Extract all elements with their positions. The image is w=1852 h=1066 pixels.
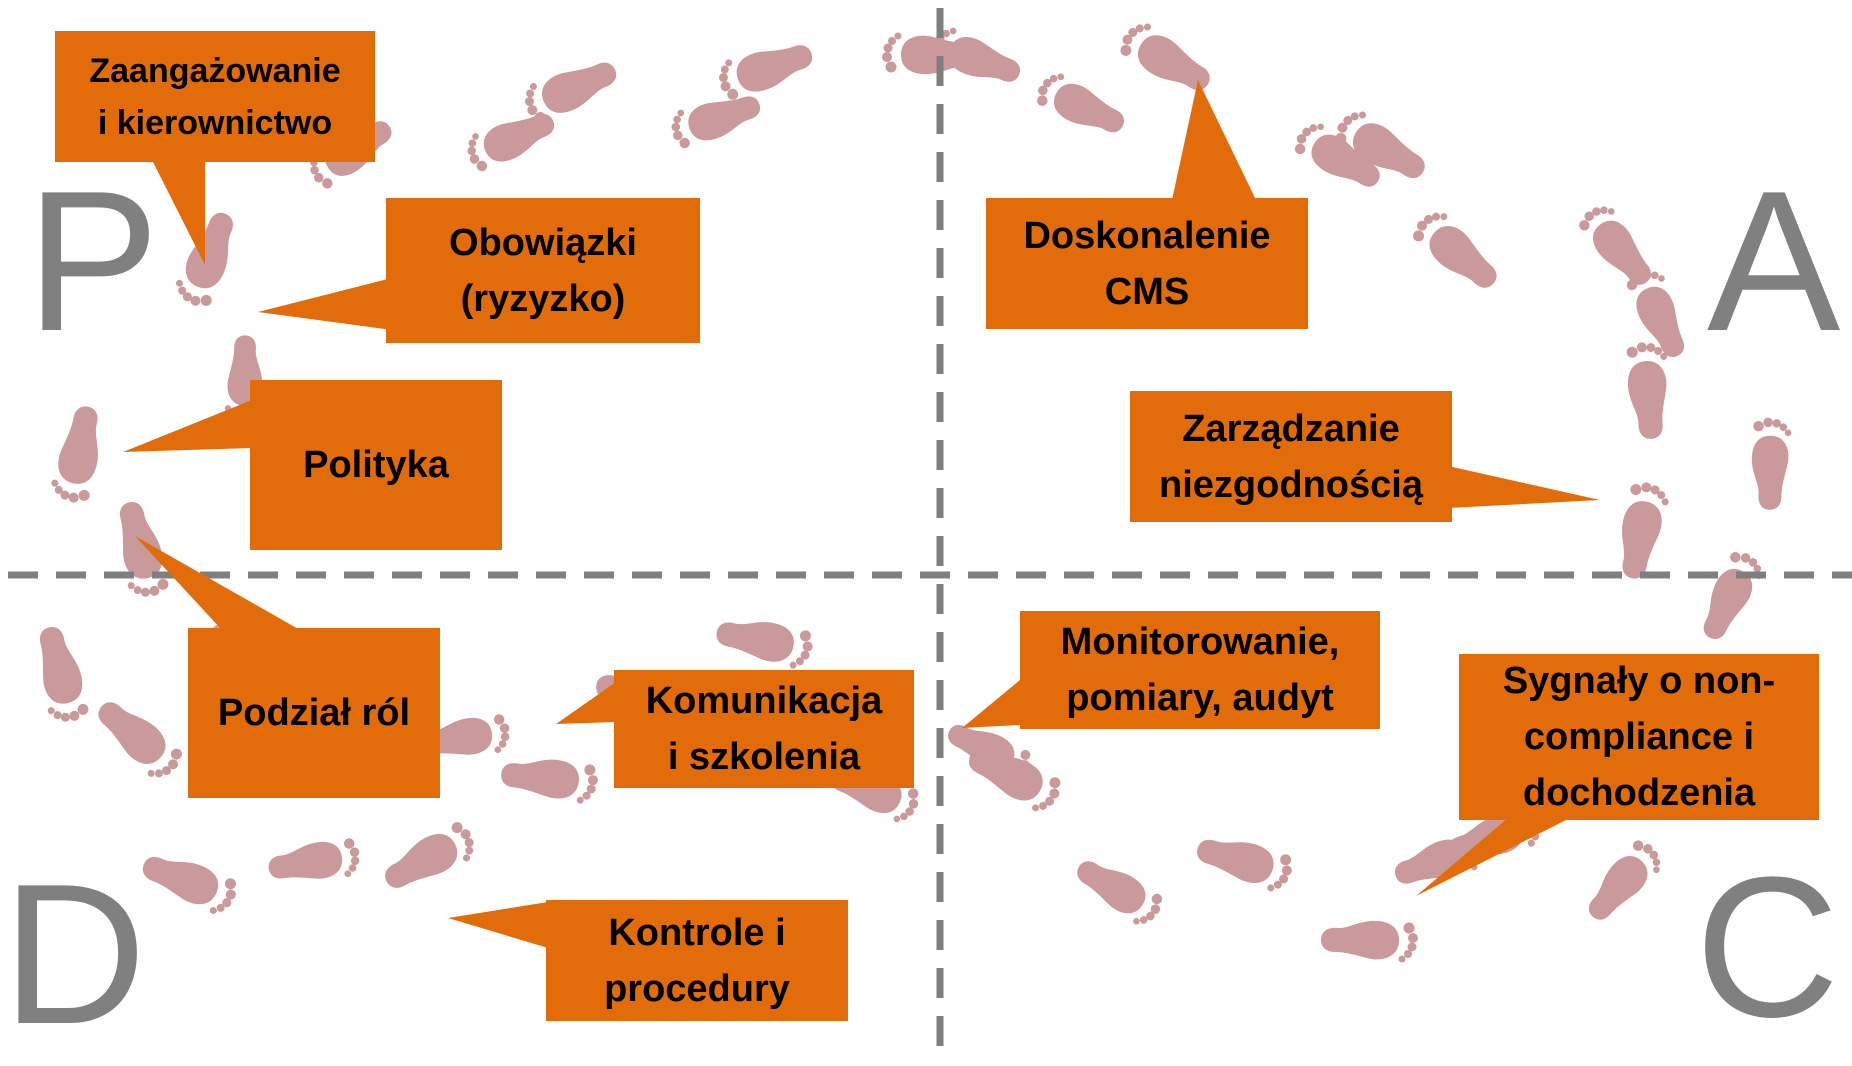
footprint-icon [26, 622, 93, 728]
footprint-icon [712, 613, 816, 672]
callout-tail-podzial [135, 536, 300, 630]
callout-sygnaly: Sygnały o non- compliance i dochodzenia [1459, 654, 1819, 820]
callout-tail-doskonalenie [1172, 80, 1256, 200]
callout-tail-zarzadzanie [1448, 466, 1600, 508]
callout-kontrole: Kontrole i procedury [546, 900, 848, 1021]
footprint-icon [48, 402, 107, 506]
footprint-icon [1068, 851, 1168, 932]
callout-tail-zaangazowanie [152, 160, 205, 265]
quadrant-letter-check: C [1695, 836, 1840, 1059]
footprint-icon [1191, 830, 1297, 896]
footprint-icon [460, 100, 561, 176]
quadrant-letter-do: D [2, 843, 147, 1066]
callout-tail-komunikacja [556, 682, 616, 724]
callout-polityka: Polityka [250, 380, 502, 550]
footprint-icon [377, 816, 483, 902]
callout-komunikacja: Komunikacja i szkolenia [614, 670, 914, 788]
footprint-icon [106, 497, 173, 603]
quadrant-letter-act: A [1707, 150, 1841, 373]
callout-tail-sygnaly [1416, 818, 1570, 896]
callout-podzial-rol: Podział ról [188, 628, 440, 798]
footprint-icon [1407, 203, 1509, 298]
footprint-icon [1751, 417, 1792, 510]
footprint-icon [170, 205, 244, 312]
footprint-icon [1693, 546, 1769, 647]
callout-tail-polityka [123, 400, 252, 452]
callout-tail-kontrole [448, 902, 548, 948]
callout-zarzadzanie: Zarządzanie niezgodnością [1130, 391, 1452, 522]
footprint-icon [499, 755, 600, 806]
callout-tail-monitorowanie [962, 680, 1020, 728]
footprint-icon [665, 83, 766, 153]
quadrant-letter-plan: P [26, 150, 160, 373]
footprint-icon [265, 835, 364, 891]
footprint-icon [86, 692, 188, 787]
footprint-icon [1573, 197, 1664, 294]
footprint-icon [712, 31, 818, 105]
callout-tail-obowiazki [258, 278, 392, 330]
callout-zaangazowanie: Zaangażowanie i kierownictwo [55, 31, 375, 162]
footprint-icon [1031, 67, 1132, 143]
footprint-icon [1613, 479, 1672, 583]
footprint-icon [1624, 340, 1675, 441]
callout-monitorowanie: Monitorowanie, pomiary, audyt [1020, 611, 1380, 729]
footprint-icon [135, 846, 242, 920]
footprint-icon [1579, 834, 1669, 931]
callout-doskonalenie: Doskonalenie CMS [986, 198, 1308, 329]
footprint-icon [1114, 16, 1220, 101]
callout-obowiazki: Obowiązki (ryzyzko) [386, 198, 700, 343]
footprint-icon [517, 49, 623, 128]
footprint-icon [1321, 920, 1418, 963]
